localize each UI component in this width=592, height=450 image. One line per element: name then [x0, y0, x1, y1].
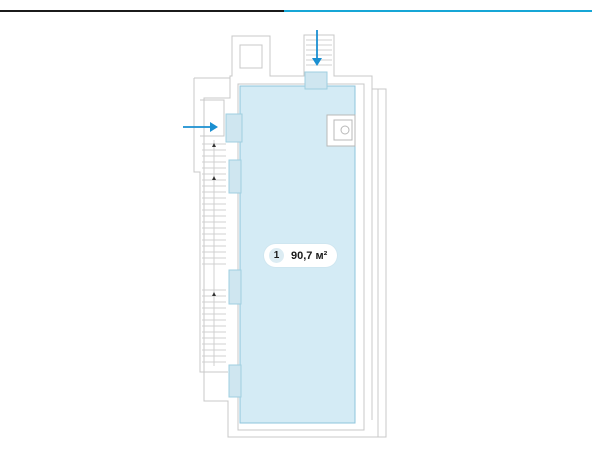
openings — [225, 71, 328, 398]
arrow-down-icon — [312, 30, 322, 66]
entrance-arrows — [183, 30, 322, 132]
entrance-door-left — [225, 113, 243, 143]
window — [228, 269, 242, 305]
arrow-right-icon — [183, 122, 218, 132]
entrance-door-top — [304, 71, 328, 90]
room-area-label: 90,7 м² — [291, 249, 328, 262]
room-area-badge[interactable]: 1 90,7 м² — [264, 244, 338, 267]
page-progress-fill — [0, 10, 285, 12]
stair-up-icon — [212, 292, 216, 296]
stair-up-icon — [212, 176, 216, 180]
stair-direction-icons — [212, 143, 216, 296]
room-number: 1 — [269, 248, 284, 263]
window — [228, 159, 242, 194]
staircase — [202, 140, 226, 366]
stair-up-icon — [212, 143, 216, 147]
sink-fixture — [326, 114, 356, 147]
window — [228, 364, 242, 398]
entrance-stair — [306, 39, 332, 66]
page-progress-track — [0, 10, 592, 12]
